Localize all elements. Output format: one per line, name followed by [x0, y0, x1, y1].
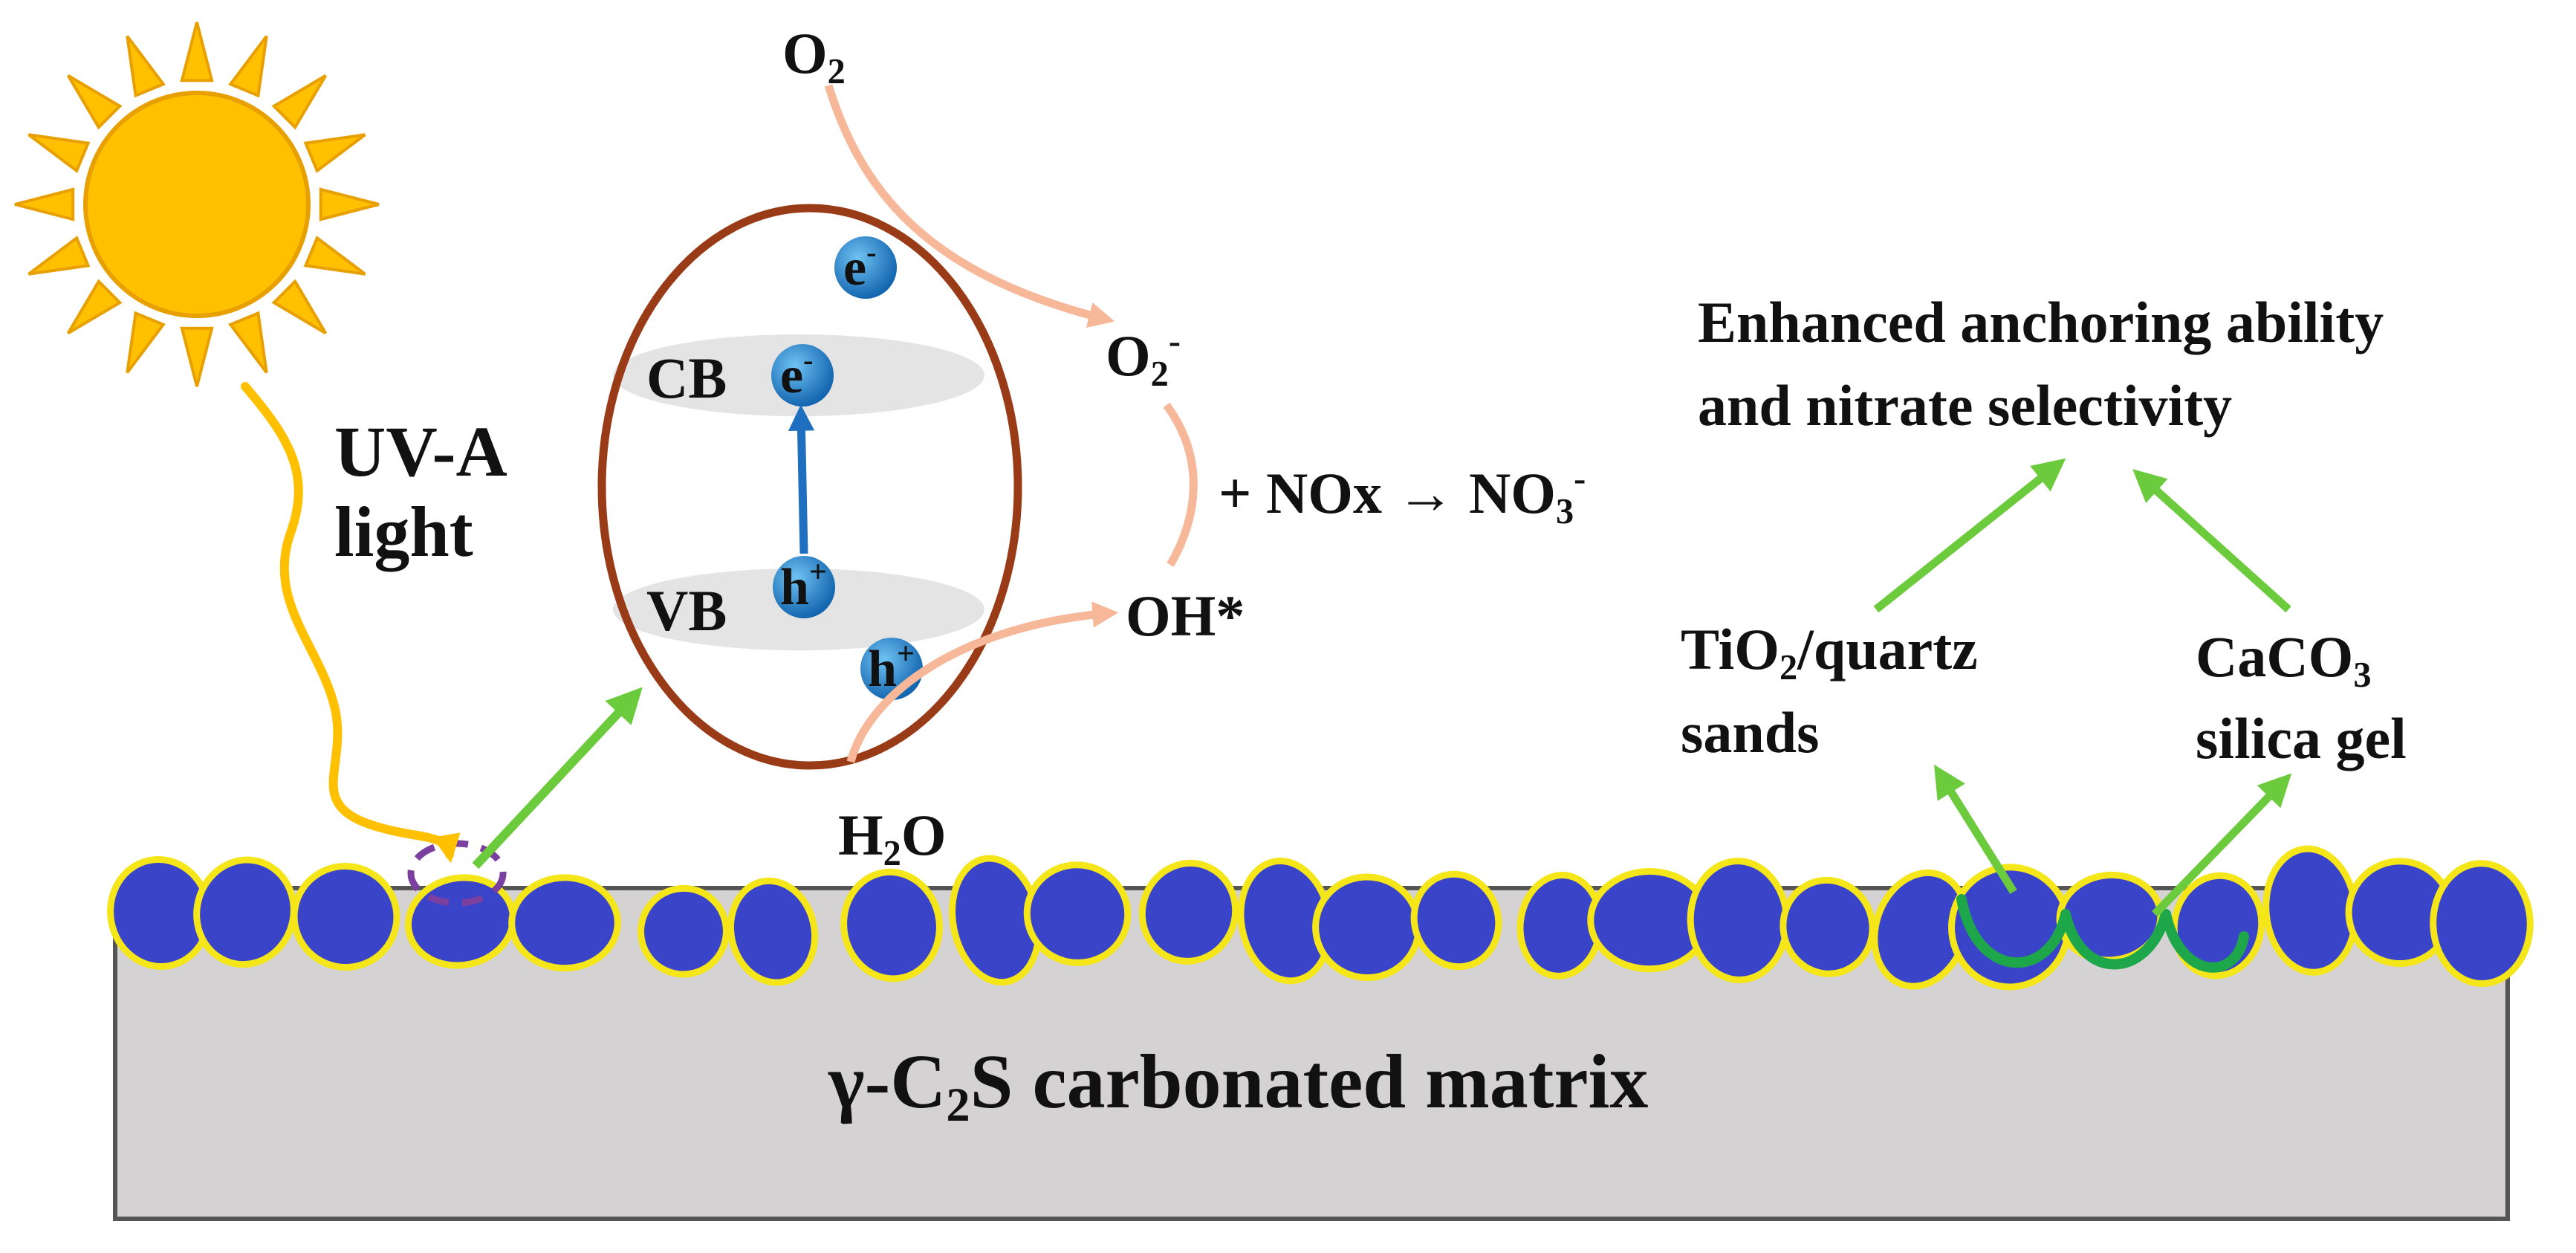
particle-core — [1693, 864, 1784, 977]
particle-core — [1878, 875, 1964, 983]
sun-ray — [27, 236, 91, 276]
superoxide-to-hydroxyl-path — [1163, 402, 1198, 567]
sands-label: sands — [1681, 700, 1819, 765]
particle-core — [1244, 864, 1327, 978]
sun-ray — [67, 279, 123, 334]
svg-text:e-: e- — [843, 236, 876, 297]
svg-text:h+: h+ — [780, 555, 827, 616]
sun-ray — [27, 133, 91, 173]
sun-ray — [14, 187, 75, 221]
vb-label: VB — [646, 578, 727, 643]
particle-core — [1523, 878, 1597, 973]
sun-ray — [303, 133, 366, 173]
sun-ray — [126, 311, 166, 374]
sun-ray — [319, 187, 380, 221]
enhanced-label-line2: and nitrate selectivity — [1698, 373, 2232, 438]
sun-icon — [14, 22, 380, 387]
silica-gel-label: silica gel — [2196, 706, 2407, 771]
uv-label-line1: UV-A — [334, 412, 507, 491]
o2-label: O2 — [782, 21, 846, 91]
sun-ray — [126, 35, 166, 98]
reaction-label: + NOx → NO3- — [1219, 459, 1586, 531]
sun-ray — [67, 74, 123, 130]
particle-core — [1417, 877, 1496, 964]
water-label: H2O — [838, 803, 947, 873]
particle-core — [1030, 868, 1125, 959]
photocatalyst-outline — [597, 204, 1022, 770]
particle-core — [297, 869, 394, 965]
sun-ray — [271, 279, 327, 334]
caco3-label: CaCO3 — [2196, 624, 2372, 695]
uv-label-line2: light — [334, 492, 473, 572]
matrix-label: γ-C2S carbonated matrix — [828, 1039, 1648, 1131]
particle-core — [733, 884, 812, 980]
particle-core — [114, 862, 206, 963]
hole-free: h+ — [860, 637, 923, 700]
particle-core — [1319, 880, 1415, 975]
cb-label: CB — [646, 346, 727, 410]
sun-ray — [180, 22, 214, 82]
tio2-label: TiO2/quartz — [1681, 617, 1978, 687]
particle-core — [847, 875, 936, 976]
sun-ray — [228, 311, 268, 374]
electron-cb: e- — [771, 343, 834, 407]
photocatalyst-particle-layer — [107, 845, 2534, 991]
particle-core — [2269, 852, 2352, 969]
particle-core — [644, 891, 723, 971]
particle-core — [1145, 866, 1233, 958]
particle-core — [1594, 875, 1705, 966]
anchor-curves — [1956, 894, 2249, 973]
particle-core — [2063, 878, 2158, 957]
o2-reduction-path — [824, 84, 1115, 328]
particle-core — [200, 863, 291, 962]
particle-core — [956, 861, 1036, 980]
sun-ray — [228, 35, 268, 98]
tio2-to-enhanced-arrow — [1873, 458, 2066, 613]
water-oxidation-path — [846, 601, 1119, 763]
excitation-green-arrow — [472, 687, 643, 870]
sun-ray — [271, 74, 327, 130]
particle-core — [2436, 867, 2527, 981]
uv-light-ray — [241, 382, 461, 864]
svg-text:h+: h+ — [868, 637, 915, 698]
sun-disc — [83, 91, 311, 318]
anchor-curve — [1956, 894, 2071, 968]
sun-ray — [303, 236, 366, 276]
caco3-to-enhanced-arrow — [2132, 469, 2291, 613]
enhanced-label-line1: Enhanced anchoring ability — [1698, 290, 2384, 354]
anchor-curve — [2161, 909, 2249, 973]
sun-ray — [180, 326, 214, 387]
anchor-to-caco3-arrow — [2152, 773, 2292, 917]
anchor-to-tio2-arrow — [1934, 764, 2017, 894]
excitation-arrow — [788, 404, 815, 554]
particle-core — [2352, 864, 2448, 961]
hole-vb: h+ — [773, 555, 835, 618]
anchor-curve — [2060, 909, 2171, 970]
svg-text:e-: e- — [780, 343, 813, 404]
hydroxyl-label: OH* — [1126, 583, 1245, 648]
particle-core — [1786, 883, 1869, 971]
particle-core — [515, 881, 614, 965]
superoxide-label: O2- — [1106, 322, 1181, 394]
electron-free: e- — [834, 236, 897, 299]
